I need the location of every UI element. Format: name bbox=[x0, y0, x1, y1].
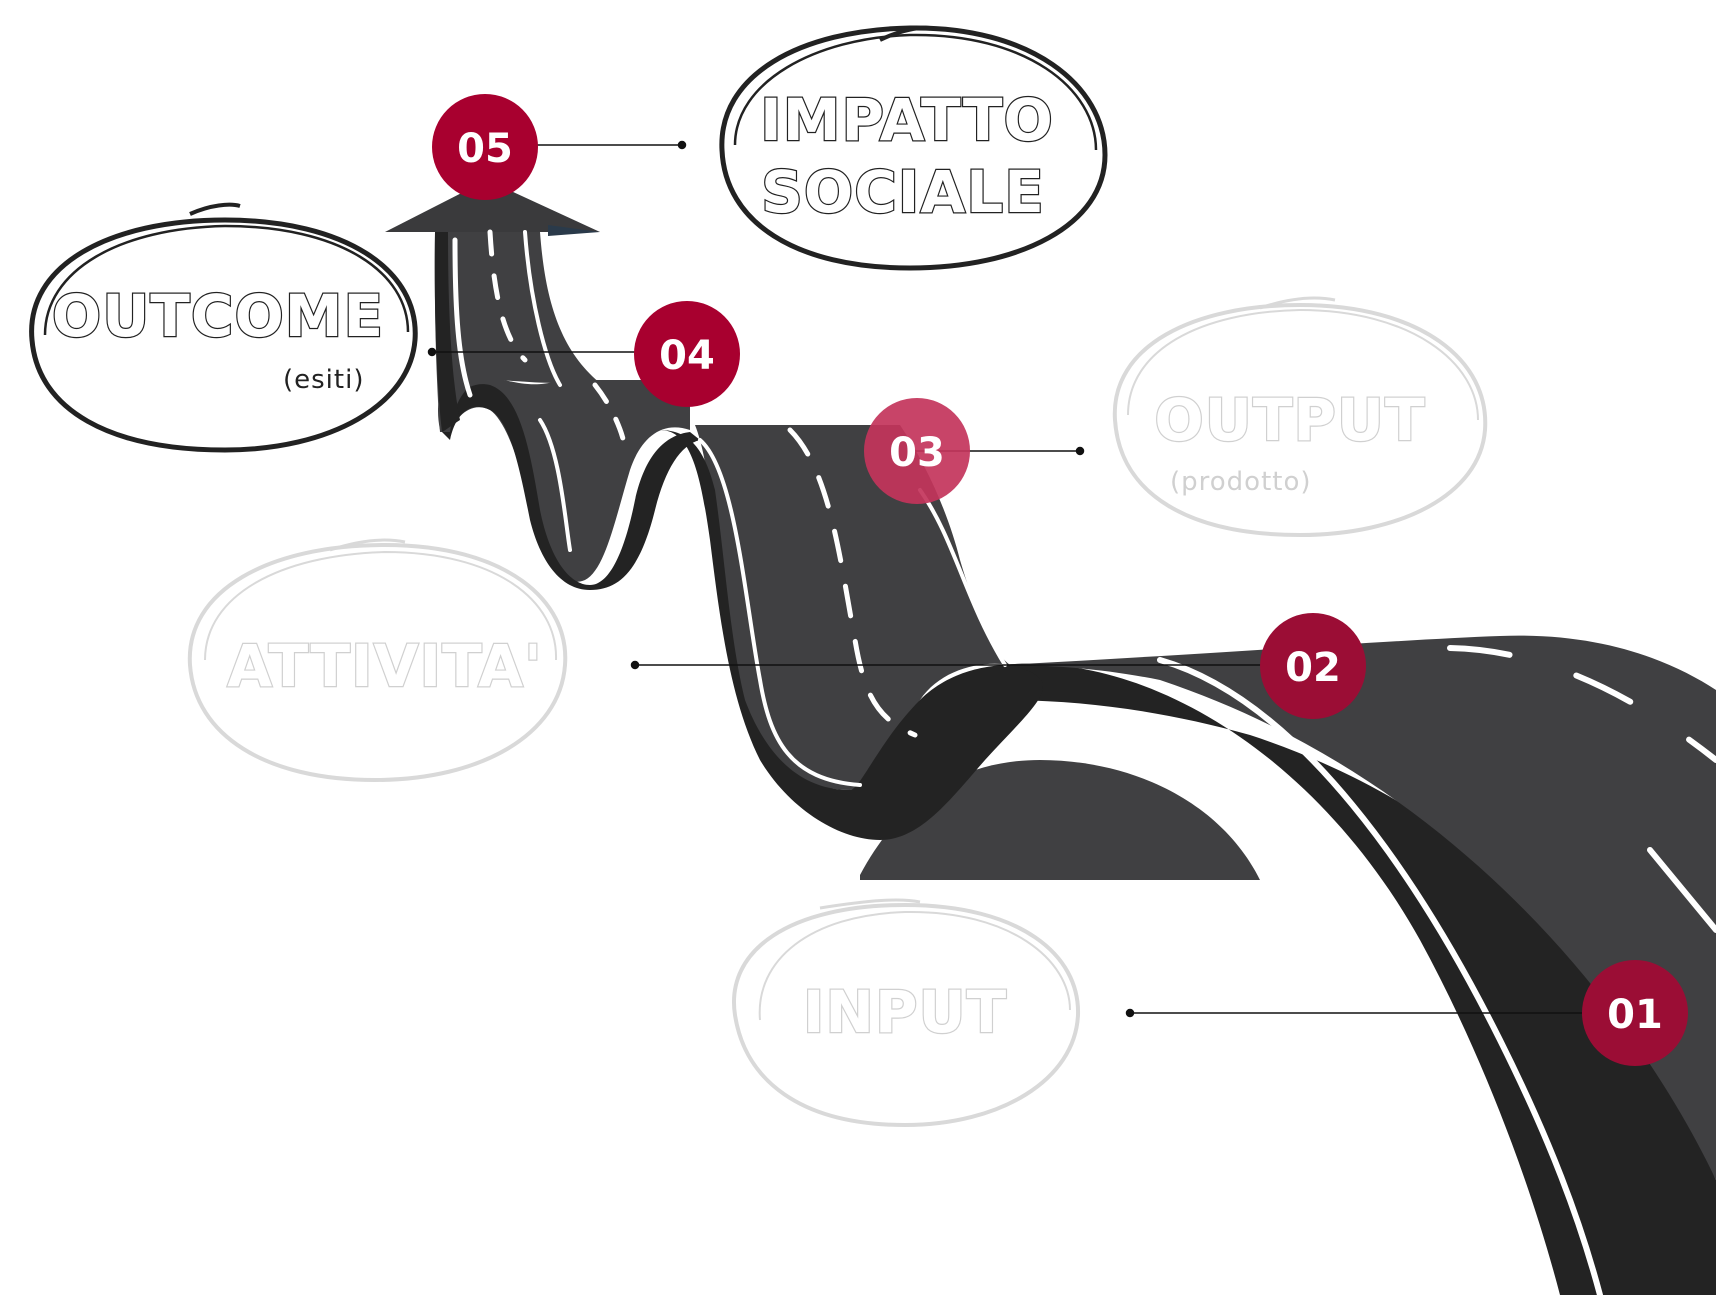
road-markings bbox=[452, 229, 1716, 1295]
stage-title-input: INPUT bbox=[803, 978, 1007, 1046]
road-segment-stem-shadow bbox=[434, 232, 460, 432]
road-segment-front-top bbox=[1000, 635, 1716, 1180]
bubble-outcome: OUTCOME (esiti) bbox=[29, 202, 418, 453]
road-segment-middle-shadow bbox=[660, 430, 1043, 840]
badge-04-number: 04 bbox=[659, 333, 715, 379]
bubble-attivita: ATTIVITA' bbox=[187, 538, 568, 783]
connector-02 bbox=[630, 660, 1315, 670]
connector-01 bbox=[1125, 1008, 1635, 1018]
road-segment-side-wall bbox=[860, 760, 1260, 880]
bubble-input: INPUT bbox=[732, 898, 1081, 1128]
badge-05: 05 bbox=[432, 94, 538, 200]
badge-05-number: 05 bbox=[457, 126, 513, 172]
stage-title-impatto-line1: IMPATTO bbox=[760, 86, 1054, 154]
badge-03: 03 bbox=[864, 398, 970, 504]
winding-road bbox=[385, 180, 1716, 1295]
stage-title-attivita: ATTIVITA' bbox=[227, 632, 543, 700]
bubble-impatto-sociale: IMPATTO SOCIALE bbox=[719, 25, 1108, 271]
connector-lines bbox=[427, 140, 1635, 1018]
stage-title-outcome: OUTCOME bbox=[52, 282, 384, 350]
road-segment-middle bbox=[695, 425, 1010, 790]
road-segment-front-underside bbox=[1000, 663, 1716, 1295]
badge-01: 01 bbox=[1582, 960, 1688, 1066]
stage-subtitle-output: (prodotto) bbox=[1170, 467, 1312, 497]
badge-01-number: 01 bbox=[1607, 992, 1663, 1038]
road-arrow-head bbox=[385, 180, 600, 232]
badge-03-number: 03 bbox=[889, 430, 945, 476]
road-segment-upper-shadow bbox=[440, 384, 700, 590]
road-segment-upper bbox=[438, 373, 690, 582]
badge-04: 04 bbox=[634, 301, 740, 407]
stage-title-impatto-line2: SOCIALE bbox=[761, 158, 1045, 226]
bubble-output: OUTPUT (prodotto) bbox=[1112, 296, 1488, 538]
badge-02-number: 02 bbox=[1285, 645, 1341, 691]
stage-subtitle-outcome: (esiti) bbox=[283, 365, 364, 395]
badge-02: 02 bbox=[1260, 613, 1366, 719]
stage-title-output: OUTPUT bbox=[1154, 386, 1425, 454]
